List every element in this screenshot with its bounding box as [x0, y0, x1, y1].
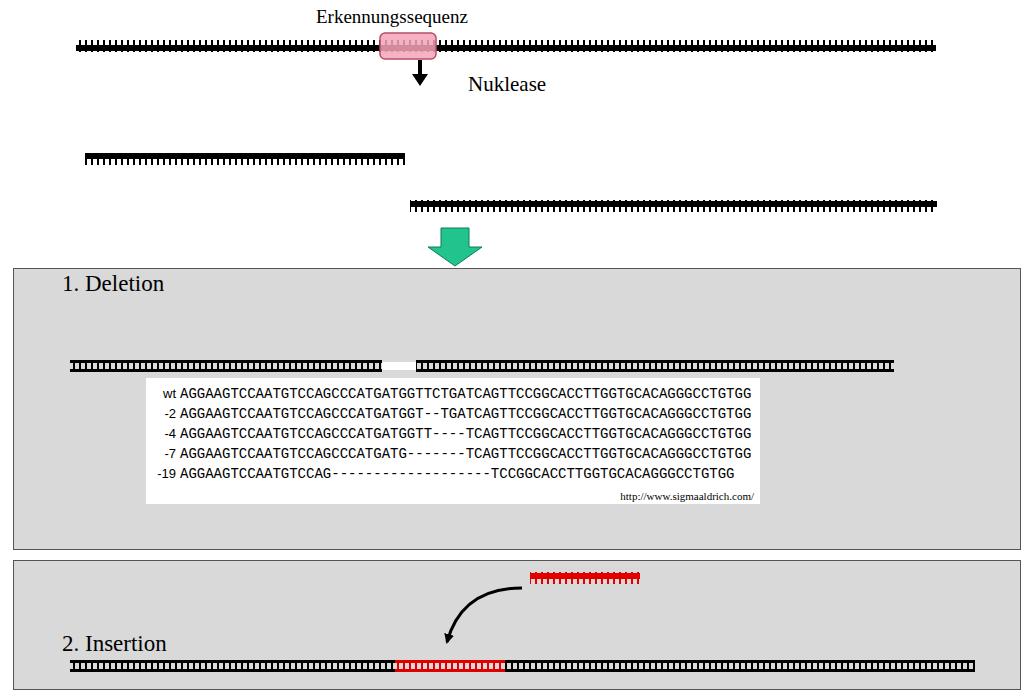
- donor-dna: [530, 572, 640, 584]
- inserted-dna: [395, 660, 505, 672]
- insert-arrow: [447, 588, 522, 642]
- row-label: -7: [154, 446, 176, 461]
- dna-strand: [70, 660, 395, 672]
- row-label: wt: [154, 386, 176, 401]
- dna-strand: [416, 360, 894, 372]
- arrow-head: [412, 74, 428, 86]
- dna-strand: [70, 360, 382, 372]
- annotation-label: Nuklease: [468, 72, 546, 97]
- dna-strand: [76, 40, 936, 52]
- row-label: -19: [154, 466, 176, 481]
- dna-sequence: AGGAAGTCCAATGTCCAGCCCATGATGGTTCTGATCAGTT…: [180, 386, 751, 402]
- panel-box: 2. Insertion: [13, 560, 1021, 690]
- annotation-label: Erkennungssequenz: [316, 6, 468, 28]
- recognition-site: [380, 33, 436, 59]
- dna-fragment: [85, 153, 405, 165]
- block-arrow: [428, 228, 482, 266]
- panel-ground: [13, 268, 1021, 550]
- dna-strand: [505, 660, 975, 672]
- dna-sequence: AGGAAGTCCAATGTCCAGCCCATGATGGTT----TCAGTT…: [180, 426, 751, 442]
- sequence-table: wt AGGAAGTCCAATGTCCAGCCCATGATGGTTCTGATCAG…: [146, 378, 760, 504]
- row-label: -4: [154, 426, 176, 441]
- deletion-gap: [382, 362, 416, 370]
- panel-heading: 2. Insertion: [62, 631, 167, 657]
- panel-heading: 1. Deletion: [62, 271, 164, 297]
- panel-box: 1. DeletionwtAGGAAGTCCAATGTCCAGCCCATGATG…: [13, 268, 1021, 550]
- dna-fragment: [410, 200, 937, 212]
- source-url: http://www.sigmaaldrich.com/: [620, 490, 754, 502]
- panel-ground: [13, 560, 1021, 690]
- dna-sequence: AGGAAGTCCAATGTCCAG-------------------TCC…: [180, 466, 735, 482]
- row-label: -2: [154, 406, 176, 421]
- dna-sequence: AGGAAGTCCAATGTCCAGCCCATGATGGT--TGATCAGTT…: [180, 406, 751, 422]
- dna-sequence: AGGAAGTCCAATGTCCAGCCCATGATG-------TCAGTT…: [180, 446, 751, 462]
- arrow-shaft: [418, 60, 422, 76]
